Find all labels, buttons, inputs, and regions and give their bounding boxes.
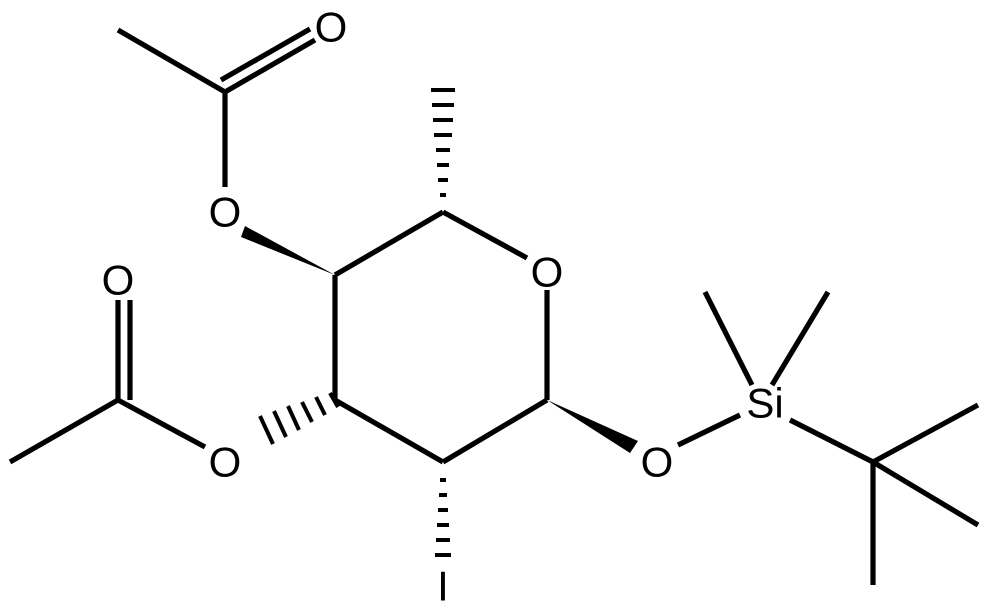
bond-c5-o-ring — [441, 209, 529, 261]
atom-o-ring: O — [531, 249, 564, 296]
hashed-bond-c3-o2 — [258, 392, 340, 445]
atom-o-acetyl1-carbonyl: O — [315, 4, 348, 51]
bond-ester-o-carbonyl-2 — [116, 397, 207, 450]
bond-si-methyl-a — [702, 290, 755, 387]
atom-iodine: I — [437, 563, 449, 610]
bond-si-methyl-b — [769, 290, 831, 387]
bond-methyl-carbonyl-2 — [8, 397, 120, 465]
hashed-bond-c5-methyl — [431, 88, 455, 197]
bond-c4-c5 — [333, 209, 445, 278]
atom-si: Si — [746, 380, 783, 427]
atom-o-ester1: O — [209, 189, 242, 236]
bond-tbu-methyl-up — [871, 402, 980, 465]
bond-c1-c2 — [441, 397, 549, 465]
hashed-bond-c2-iodine — [435, 478, 451, 557]
bond-methyl-carbonyl-1 — [116, 27, 227, 95]
bond-carbonyl-o-double-1b — [219, 26, 312, 83]
wedge-bond-c4-o1 — [241, 226, 335, 275]
bond-c2-c3 — [333, 397, 445, 465]
wedge-bond-c1-o-silyl — [547, 400, 638, 453]
bond-o-si — [676, 412, 742, 448]
atom-o-ester2: O — [209, 439, 242, 486]
bond-carbonyl-o-double-1a — [223, 37, 317, 95]
bond-tbu-methyl-right — [871, 459, 980, 528]
atom-o-silyl-ether: O — [641, 439, 674, 486]
atom-o-acetyl2-carbonyl: O — [102, 257, 135, 304]
bond-si-tbu — [788, 417, 875, 465]
